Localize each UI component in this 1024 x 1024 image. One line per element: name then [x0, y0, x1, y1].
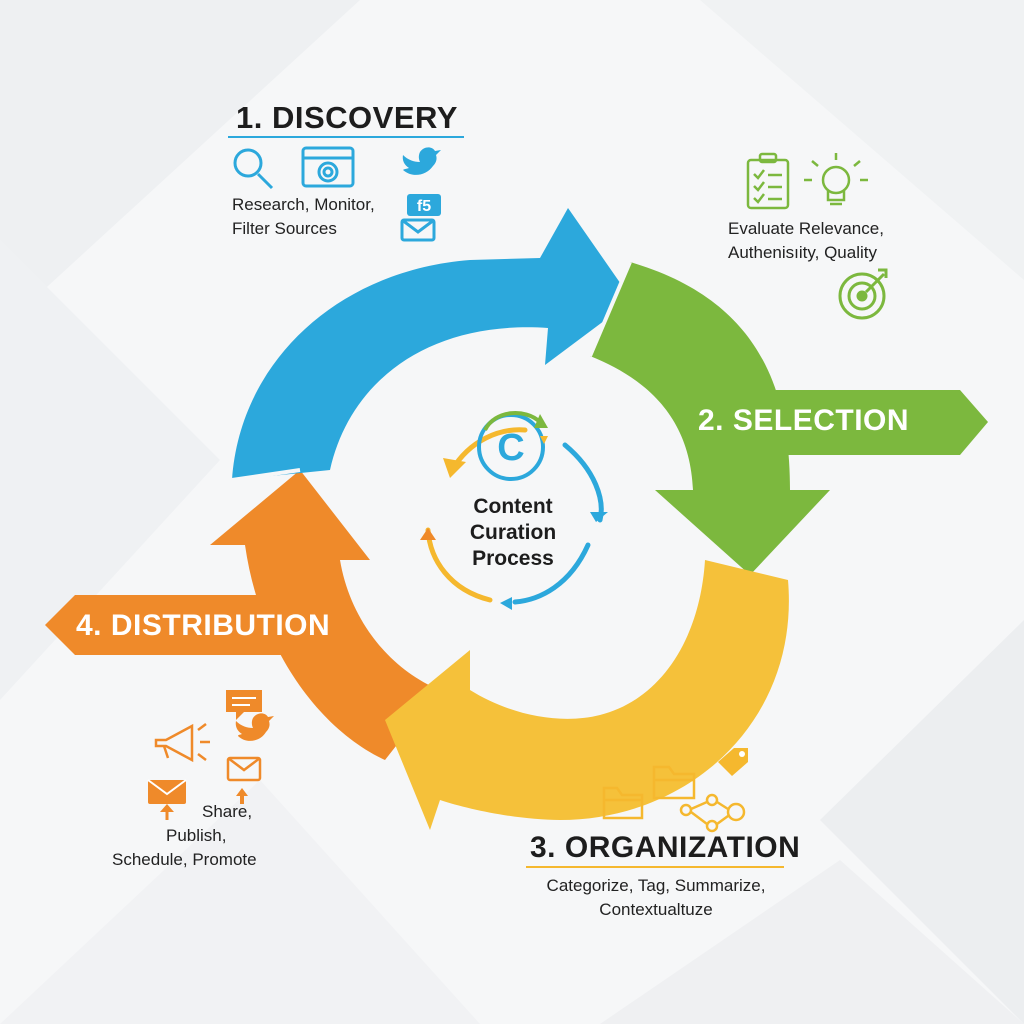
organization-underline	[526, 866, 784, 868]
folder-open-icon	[652, 765, 696, 800]
distribution-description: Share, Publish, Schedule, Promote	[112, 800, 257, 872]
tag-icon	[718, 748, 748, 776]
organization-desc-line: Categorize, Tag, Summarize,	[546, 876, 766, 895]
distribution-desc-line: Publish,	[166, 826, 227, 845]
folder-icon	[602, 786, 644, 820]
checklist-icon	[746, 152, 790, 210]
selection-title: 2. SELECTION	[698, 404, 910, 437]
organization-description: Categorize, Tag, Summarize, Contextualtu…	[530, 874, 782, 922]
organization-title: 3. ORGANIZATION	[530, 831, 801, 864]
discovery-description: Research, Monitor, Filter Sources	[232, 193, 375, 241]
discovery-title: 1. DISCOVERY	[236, 100, 458, 135]
target-icon	[838, 268, 888, 320]
twitter-bird-icon-orange	[235, 713, 274, 741]
center-title-line: Curation	[469, 521, 557, 544]
center-title: Content Curation Process	[440, 494, 586, 572]
discovery-underline	[228, 136, 464, 138]
chat-bubble-icon	[226, 690, 262, 720]
distribution-desc-line: Schedule, Promote	[112, 850, 257, 869]
hierarchy-icon	[679, 793, 746, 833]
arrow-up-small-icon	[236, 788, 248, 804]
distribution-banner	[45, 595, 345, 655]
center-title-line: Process	[472, 547, 554, 570]
envelope-icon	[400, 218, 436, 242]
selection-desc-line: Authenisıity, Quality	[728, 243, 877, 262]
browser-window-icon	[301, 146, 355, 188]
center-title-line: Content	[473, 495, 553, 518]
discovery-arrow	[232, 208, 632, 480]
organization-arrow	[385, 560, 789, 830]
inner-cycle	[420, 427, 608, 610]
discovery-desc-line: Research, Monitor,	[232, 195, 375, 214]
magnifier-icon	[233, 148, 274, 190]
selection-desc-line: Evaluate Relevance,	[728, 219, 884, 238]
discovery-desc-line: Filter Sources	[232, 219, 337, 238]
selection-banner	[690, 390, 960, 455]
organization-desc-line: Contextualtuze	[599, 900, 713, 919]
distribution-desc-line: Share,	[202, 802, 253, 821]
twitter-bird-icon	[402, 147, 441, 175]
logo-letter: C	[497, 427, 524, 469]
content-curation-logo-icon	[477, 410, 548, 481]
megaphone-icon	[154, 723, 210, 763]
envelope-share-icon	[147, 779, 187, 820]
lightbulb-icon	[804, 153, 868, 206]
distribution-title: 4. DISTRIBUTION	[76, 609, 331, 642]
envelope-icon-orange	[226, 756, 262, 782]
social-badge-icon: f5	[407, 194, 441, 216]
selection-description: Evaluate Relevance, Authenisıity, Qualit…	[728, 217, 884, 265]
social-badge-text: f5	[417, 198, 431, 215]
